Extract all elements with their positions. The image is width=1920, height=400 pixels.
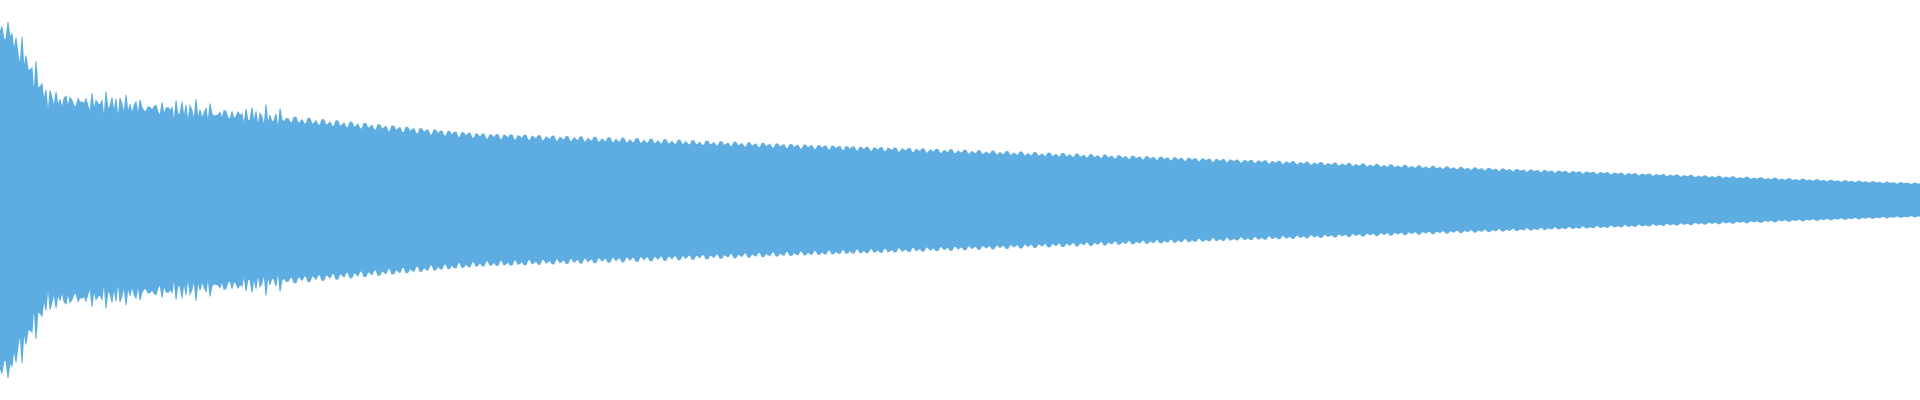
- waveform-shape: [0, 22, 1920, 378]
